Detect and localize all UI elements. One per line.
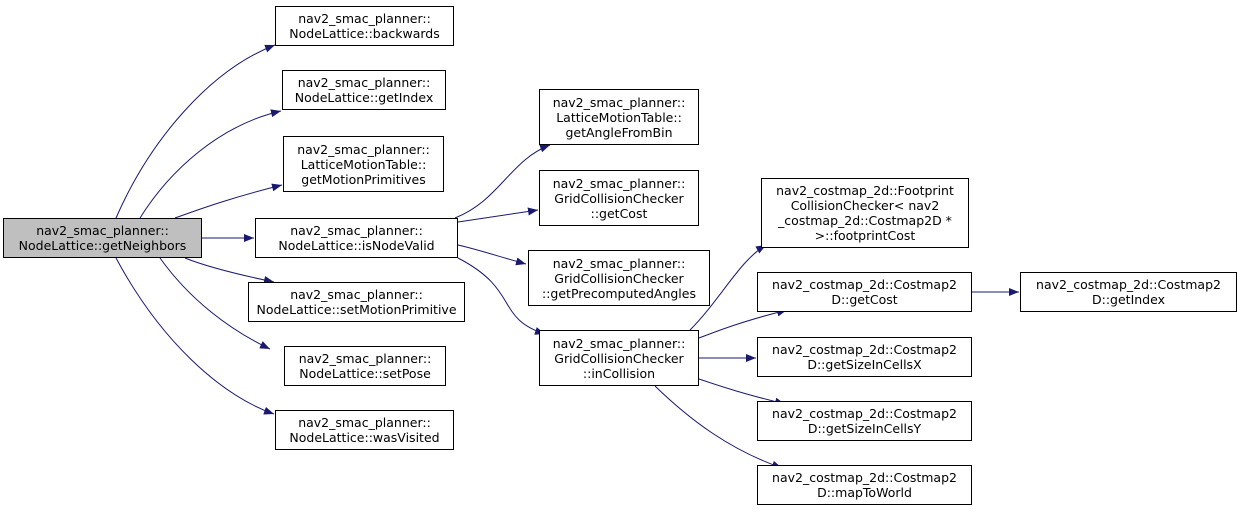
node-label-line: D::getCost: [831, 292, 898, 307]
edge-isNodeValid-to-getPrecomputedAngles: [457, 244, 527, 266]
node-label-line: nav2_costmap_2d::Costmap2: [772, 470, 957, 485]
node-label-line: nav2_costmap_2d::Costmap2: [1036, 277, 1221, 292]
node-label-line: D::mapToWorld: [817, 485, 912, 500]
node-label-line: nav2_smac_planner::: [552, 94, 686, 110]
node-label-line: nav2_smac_planner::: [298, 351, 432, 366]
node-label-line: NodeLattice::getIndex: [294, 90, 434, 105]
node-label-line: nav2_smac_planner::: [552, 255, 686, 271]
node-label-line: nav2_smac_planner::: [297, 75, 431, 90]
node-backwards[interactable]: nav2_smac_planner::NodeLattice::backward…: [275, 6, 454, 46]
node-getNeighbors[interactable]: nav2_smac_planner::NodeLattice::getNeigh…: [3, 218, 202, 258]
node-label-line: ::getCost: [590, 205, 648, 221]
edge-isNodeValid-to-inCollision: [457, 257, 546, 335]
node-label-line: D::getIndex: [1092, 292, 1165, 307]
node-label-line: getAngleFromBin: [565, 124, 673, 140]
node-label-line: nav2_smac_planner::: [552, 335, 686, 351]
node-isNodeValid[interactable]: nav2_smac_planner::NodeLattice::isNodeVa…: [255, 218, 458, 258]
edge-getNeighbors-to-getMotionPrimitives: [174, 183, 283, 219]
node-label-line: NodeLattice::backwards: [289, 26, 440, 41]
node-label-line: nav2_costmap_2d::Costmap2: [772, 406, 957, 421]
edge-getNeighbors-to-setMotionPrimitive: [184, 257, 275, 284]
node-label-line: ::getPrecomputedAngles: [542, 285, 696, 301]
node-label-line: GridCollisionChecker: [554, 190, 684, 206]
node-label-line: nav2_smac_planner::: [297, 141, 430, 157]
node-setPose[interactable]: nav2_smac_planner::NodeLattice::setPose: [284, 346, 446, 386]
node-label-line: NodeLattice::setMotionPrimitive: [256, 302, 457, 317]
node-label-line: GridCollisionChecker: [554, 270, 684, 286]
edge-getNeighbors-to-getIndexLattice: [139, 109, 282, 219]
node-label-line: nav2_costmap_2d::Costmap2: [772, 277, 957, 292]
node-label-line: >::footprintCost: [814, 228, 916, 243]
node-label-line: nav2_costmap_2d::Costmap2: [772, 342, 957, 357]
node-getCostGcc[interactable]: nav2_smac_planner::GridCollisionChecker:…: [539, 170, 699, 226]
node-label-line: nav2_smac_planner::: [36, 223, 169, 238]
node-label-line: GridCollisionChecker: [554, 350, 684, 366]
node-getAngleFromBin[interactable]: nav2_smac_planner::LatticeMotionTable::g…: [539, 89, 699, 145]
node-label-line: D::getSizeInCellsY: [807, 421, 922, 436]
node-label-line: nav2_smac_planner::: [298, 11, 431, 26]
node-label-line: NodeLattice::getNeighbors: [18, 238, 187, 253]
edge-isNodeValid-to-getAngleFromBin: [454, 144, 551, 219]
node-label-line: nav2_smac_planner::: [290, 287, 423, 302]
node-label-line: nav2_smac_planner::: [552, 175, 686, 191]
node-inCollision[interactable]: nav2_smac_planner::GridCollisionChecker:…: [539, 330, 699, 386]
edge-getNeighbors-to-setPose: [159, 257, 271, 350]
node-label-line: getMotionPrimitives: [301, 171, 426, 187]
node-setMotionPrimitive[interactable]: nav2_smac_planner::NodeLattice::setMotio…: [248, 282, 465, 322]
node-label-line: NodeLattice::wasVisited: [289, 430, 440, 445]
node-getMotionPrimitives[interactable]: nav2_smac_planner::LatticeMotionTable::g…: [283, 136, 444, 192]
edge-inCollision-to-footprintCost: [689, 244, 767, 331]
edge-inCollision-to-getSizeInCellsY: [698, 378, 786, 406]
node-label-line: NodeLattice::isNodeValid: [278, 238, 435, 253]
edge-inCollision-to-mapToWorld: [654, 385, 783, 469]
node-getPrecomputedAngles[interactable]: nav2_smac_planner::GridCollisionChecker:…: [528, 250, 710, 306]
node-label-line: nav2_costmap_2d::Footprint: [776, 183, 954, 198]
edge-inCollision-to-getCostCostmap: [698, 308, 788, 339]
node-label-line: _costmap_2d::Costmap2D *: [778, 213, 952, 228]
edge-getNeighbors-to-wasVisited: [115, 257, 275, 415]
node-label-line: CollisionChecker< nav2: [790, 198, 940, 213]
node-label-line: nav2_smac_planner::: [290, 223, 423, 238]
node-label-line: D::getSizeInCellsX: [807, 357, 922, 372]
edge-isNodeValid-to-getCostGcc: [457, 207, 539, 223]
edge-getNeighbors-to-backwards: [115, 44, 276, 219]
node-getIndexLattice[interactable]: nav2_smac_planner::NodeLattice::getIndex: [282, 70, 446, 110]
node-label-line: nav2_smac_planner::: [298, 415, 431, 430]
edge-layer: [115, 44, 1019, 469]
node-label-line: LatticeMotionTable::: [300, 156, 427, 172]
node-wasVisited[interactable]: nav2_smac_planner::NodeLattice::wasVisit…: [275, 410, 454, 450]
node-label-line: ::inCollision: [582, 365, 656, 381]
node-label-line: LatticeMotionTable::: [556, 109, 682, 125]
node-label-line: NodeLattice::setPose: [299, 366, 431, 381]
